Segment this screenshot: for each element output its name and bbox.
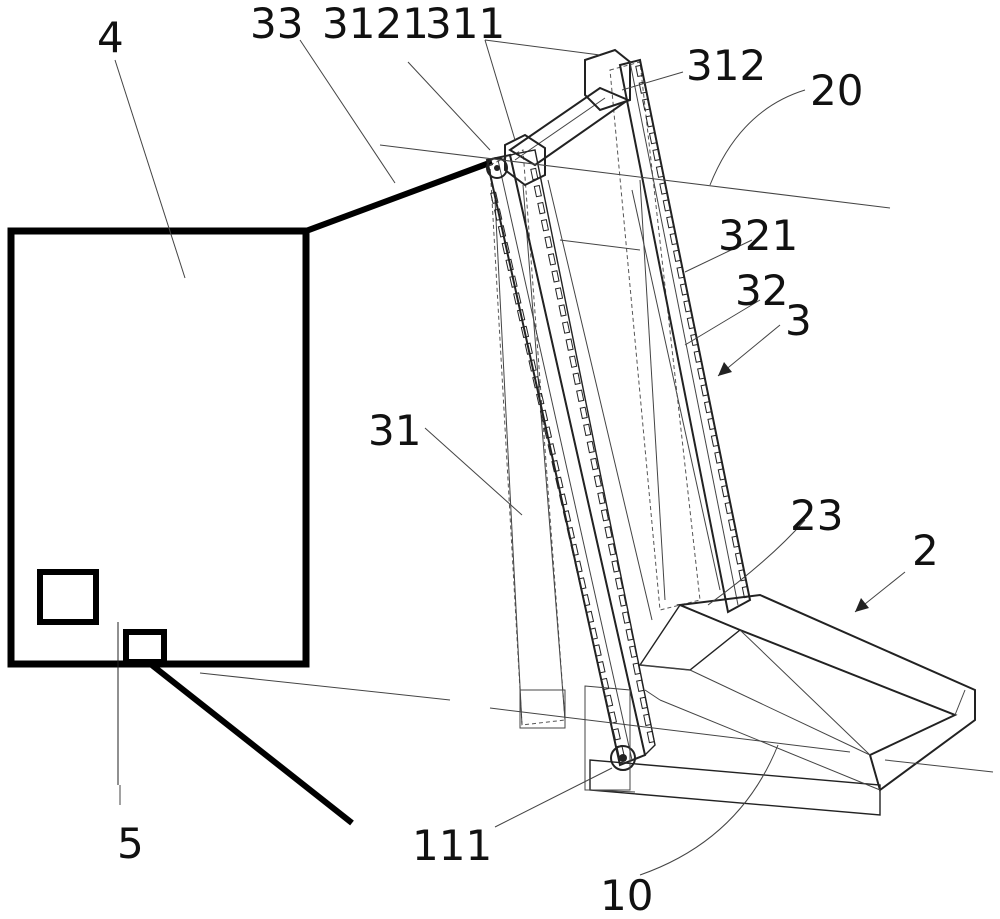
support-panel-right	[610, 62, 700, 610]
left-rail	[487, 150, 655, 770]
leader-20	[710, 90, 805, 185]
label-4: 4	[97, 13, 124, 62]
leader-33	[300, 40, 395, 183]
chain-tooth	[587, 441, 594, 452]
arrow-3	[718, 362, 732, 376]
left-rail-teeth	[491, 168, 655, 756]
label-23: 23	[790, 491, 843, 540]
component-5	[40, 572, 96, 622]
centerlines	[200, 145, 993, 772]
leader-4	[115, 60, 185, 278]
chain-tooth	[556, 288, 563, 299]
leader-311b	[485, 40, 515, 140]
leader-lines	[115, 40, 905, 875]
chain-tooth	[563, 322, 570, 333]
hopper-2	[640, 595, 975, 790]
label-312: 312	[686, 41, 766, 90]
chain-tooth	[584, 424, 591, 435]
chain-tooth	[577, 390, 584, 401]
chain-tooth	[548, 254, 555, 265]
chain-tooth	[552, 271, 559, 282]
connector-port	[126, 632, 164, 662]
label-311: 311	[425, 0, 505, 48]
chain-tooth	[538, 203, 545, 214]
chain-tooth	[580, 407, 587, 418]
label-111: 111	[412, 821, 492, 870]
label-31: 31	[368, 406, 421, 455]
leader-111	[495, 768, 612, 827]
label-33: 33	[250, 0, 303, 48]
chain-tooth	[573, 373, 580, 384]
chute-23	[640, 605, 740, 670]
upper-cable	[306, 162, 492, 231]
chain-tooth	[570, 356, 577, 367]
control-box	[11, 231, 306, 664]
control-box-outline	[11, 231, 306, 664]
label-3: 3	[785, 296, 812, 345]
label-10: 10	[600, 871, 653, 919]
leader-3121	[408, 62, 490, 150]
label-3121: 3121	[322, 0, 429, 48]
right-rail	[620, 60, 750, 612]
chain-tooth	[541, 220, 548, 231]
label-5: 5	[117, 819, 144, 868]
chain-tooth	[534, 185, 541, 196]
label-32: 32	[735, 266, 788, 315]
chain-tooth	[559, 305, 566, 316]
label-321: 321	[718, 211, 798, 260]
chain-tooth	[591, 458, 598, 469]
chain-tooth	[566, 339, 573, 350]
label-20: 20	[810, 66, 863, 115]
arrow-2	[855, 598, 869, 612]
chain-tooth	[531, 168, 538, 179]
label-2: 2	[912, 526, 939, 575]
leader-10	[640, 745, 778, 875]
leader-312	[622, 72, 683, 90]
chain-tooth	[545, 237, 552, 248]
